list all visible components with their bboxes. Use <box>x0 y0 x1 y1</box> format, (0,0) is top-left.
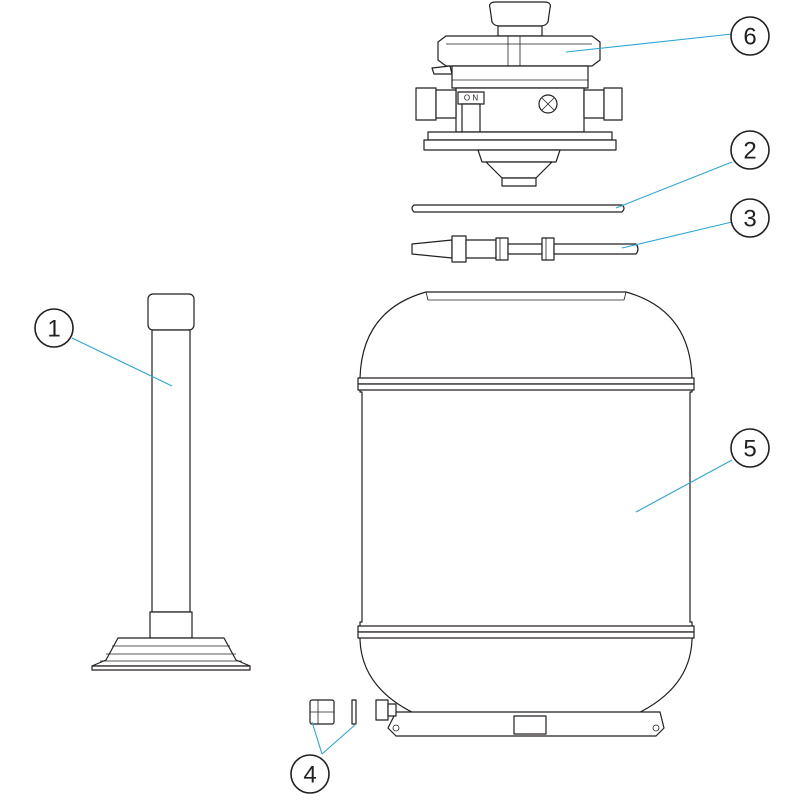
callout-2: 2 <box>730 130 770 170</box>
filter-tank <box>357 291 695 737</box>
leader-6 <box>565 33 733 53</box>
drain-plug-set <box>309 699 357 725</box>
callout-4: 4 <box>290 754 330 794</box>
valve-label: O N <box>464 94 478 103</box>
callout-6: 6 <box>730 16 770 56</box>
multiport-valve: O N <box>415 1 623 187</box>
leader-lines <box>71 33 733 755</box>
leader-2 <box>615 161 733 209</box>
callout-2-number: 2 <box>743 138 756 165</box>
callout-6-number: 6 <box>743 24 756 51</box>
standpipe-collector <box>91 293 251 671</box>
callout-1-number: 1 <box>47 316 60 343</box>
callout-3-number: 3 <box>743 206 756 233</box>
callout-5: 5 <box>730 428 770 468</box>
callout-1: 1 <box>34 308 74 348</box>
collector-assembly <box>411 235 639 263</box>
leader-1 <box>71 337 173 387</box>
leader-3 <box>621 221 733 249</box>
leader-4b <box>321 723 357 755</box>
callout-3: 3 <box>730 198 770 238</box>
callout-5-number: 5 <box>743 436 756 463</box>
o-ring-gasket <box>411 204 625 213</box>
callout-4-number: 4 <box>303 762 316 789</box>
collector-slots <box>100 645 242 662</box>
leader-4a <box>311 721 323 755</box>
leader-5 <box>635 459 733 513</box>
